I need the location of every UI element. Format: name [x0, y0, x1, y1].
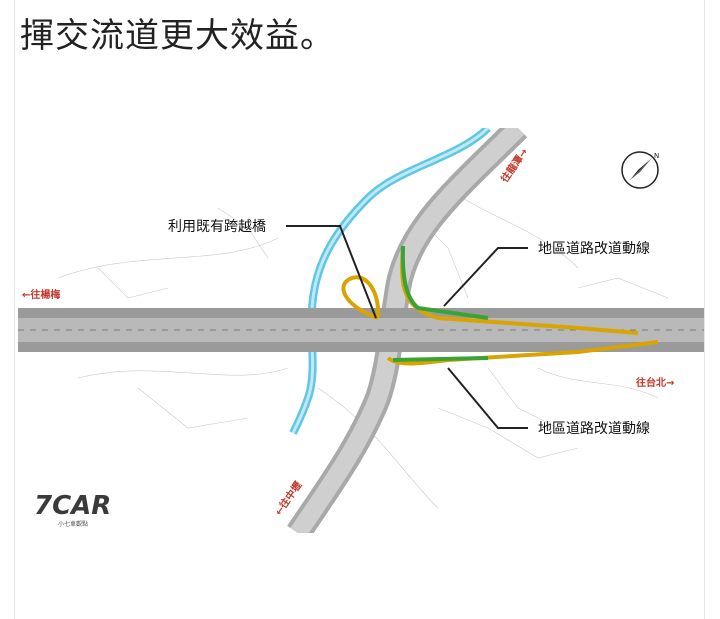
left-border [14, 0, 15, 619]
label-to-taipei: 往台北→ [636, 376, 674, 389]
label-local-road-top: 地區道路改道動線 [538, 241, 650, 257]
label-local-road-bottom: 地區道路改道動線 [538, 421, 650, 437]
local-reroute [392, 245, 489, 362]
brand-logo: 7CAR 小七車觀點 [34, 491, 111, 528]
label-bridge: 利用既有跨越橋 [168, 219, 266, 235]
callout-lines [286, 225, 528, 429]
label-to-yangmei: ←往楊梅 [22, 288, 60, 301]
svg-text:7CAR: 7CAR [34, 491, 111, 521]
right-border [704, 0, 705, 619]
interchange-map: 利用既有跨越橋 地區道路改道動線 地區道路改道動線 ←往楊梅 往台北→ 往龍潭→… [18, 128, 704, 533]
svg-text:N: N [654, 152, 659, 160]
post-caption: 揮交流道更大效益。 [20, 16, 335, 56]
north-arrow-icon: N [621, 151, 659, 189]
svg-text:小七車觀點: 小七車觀點 [58, 520, 88, 528]
